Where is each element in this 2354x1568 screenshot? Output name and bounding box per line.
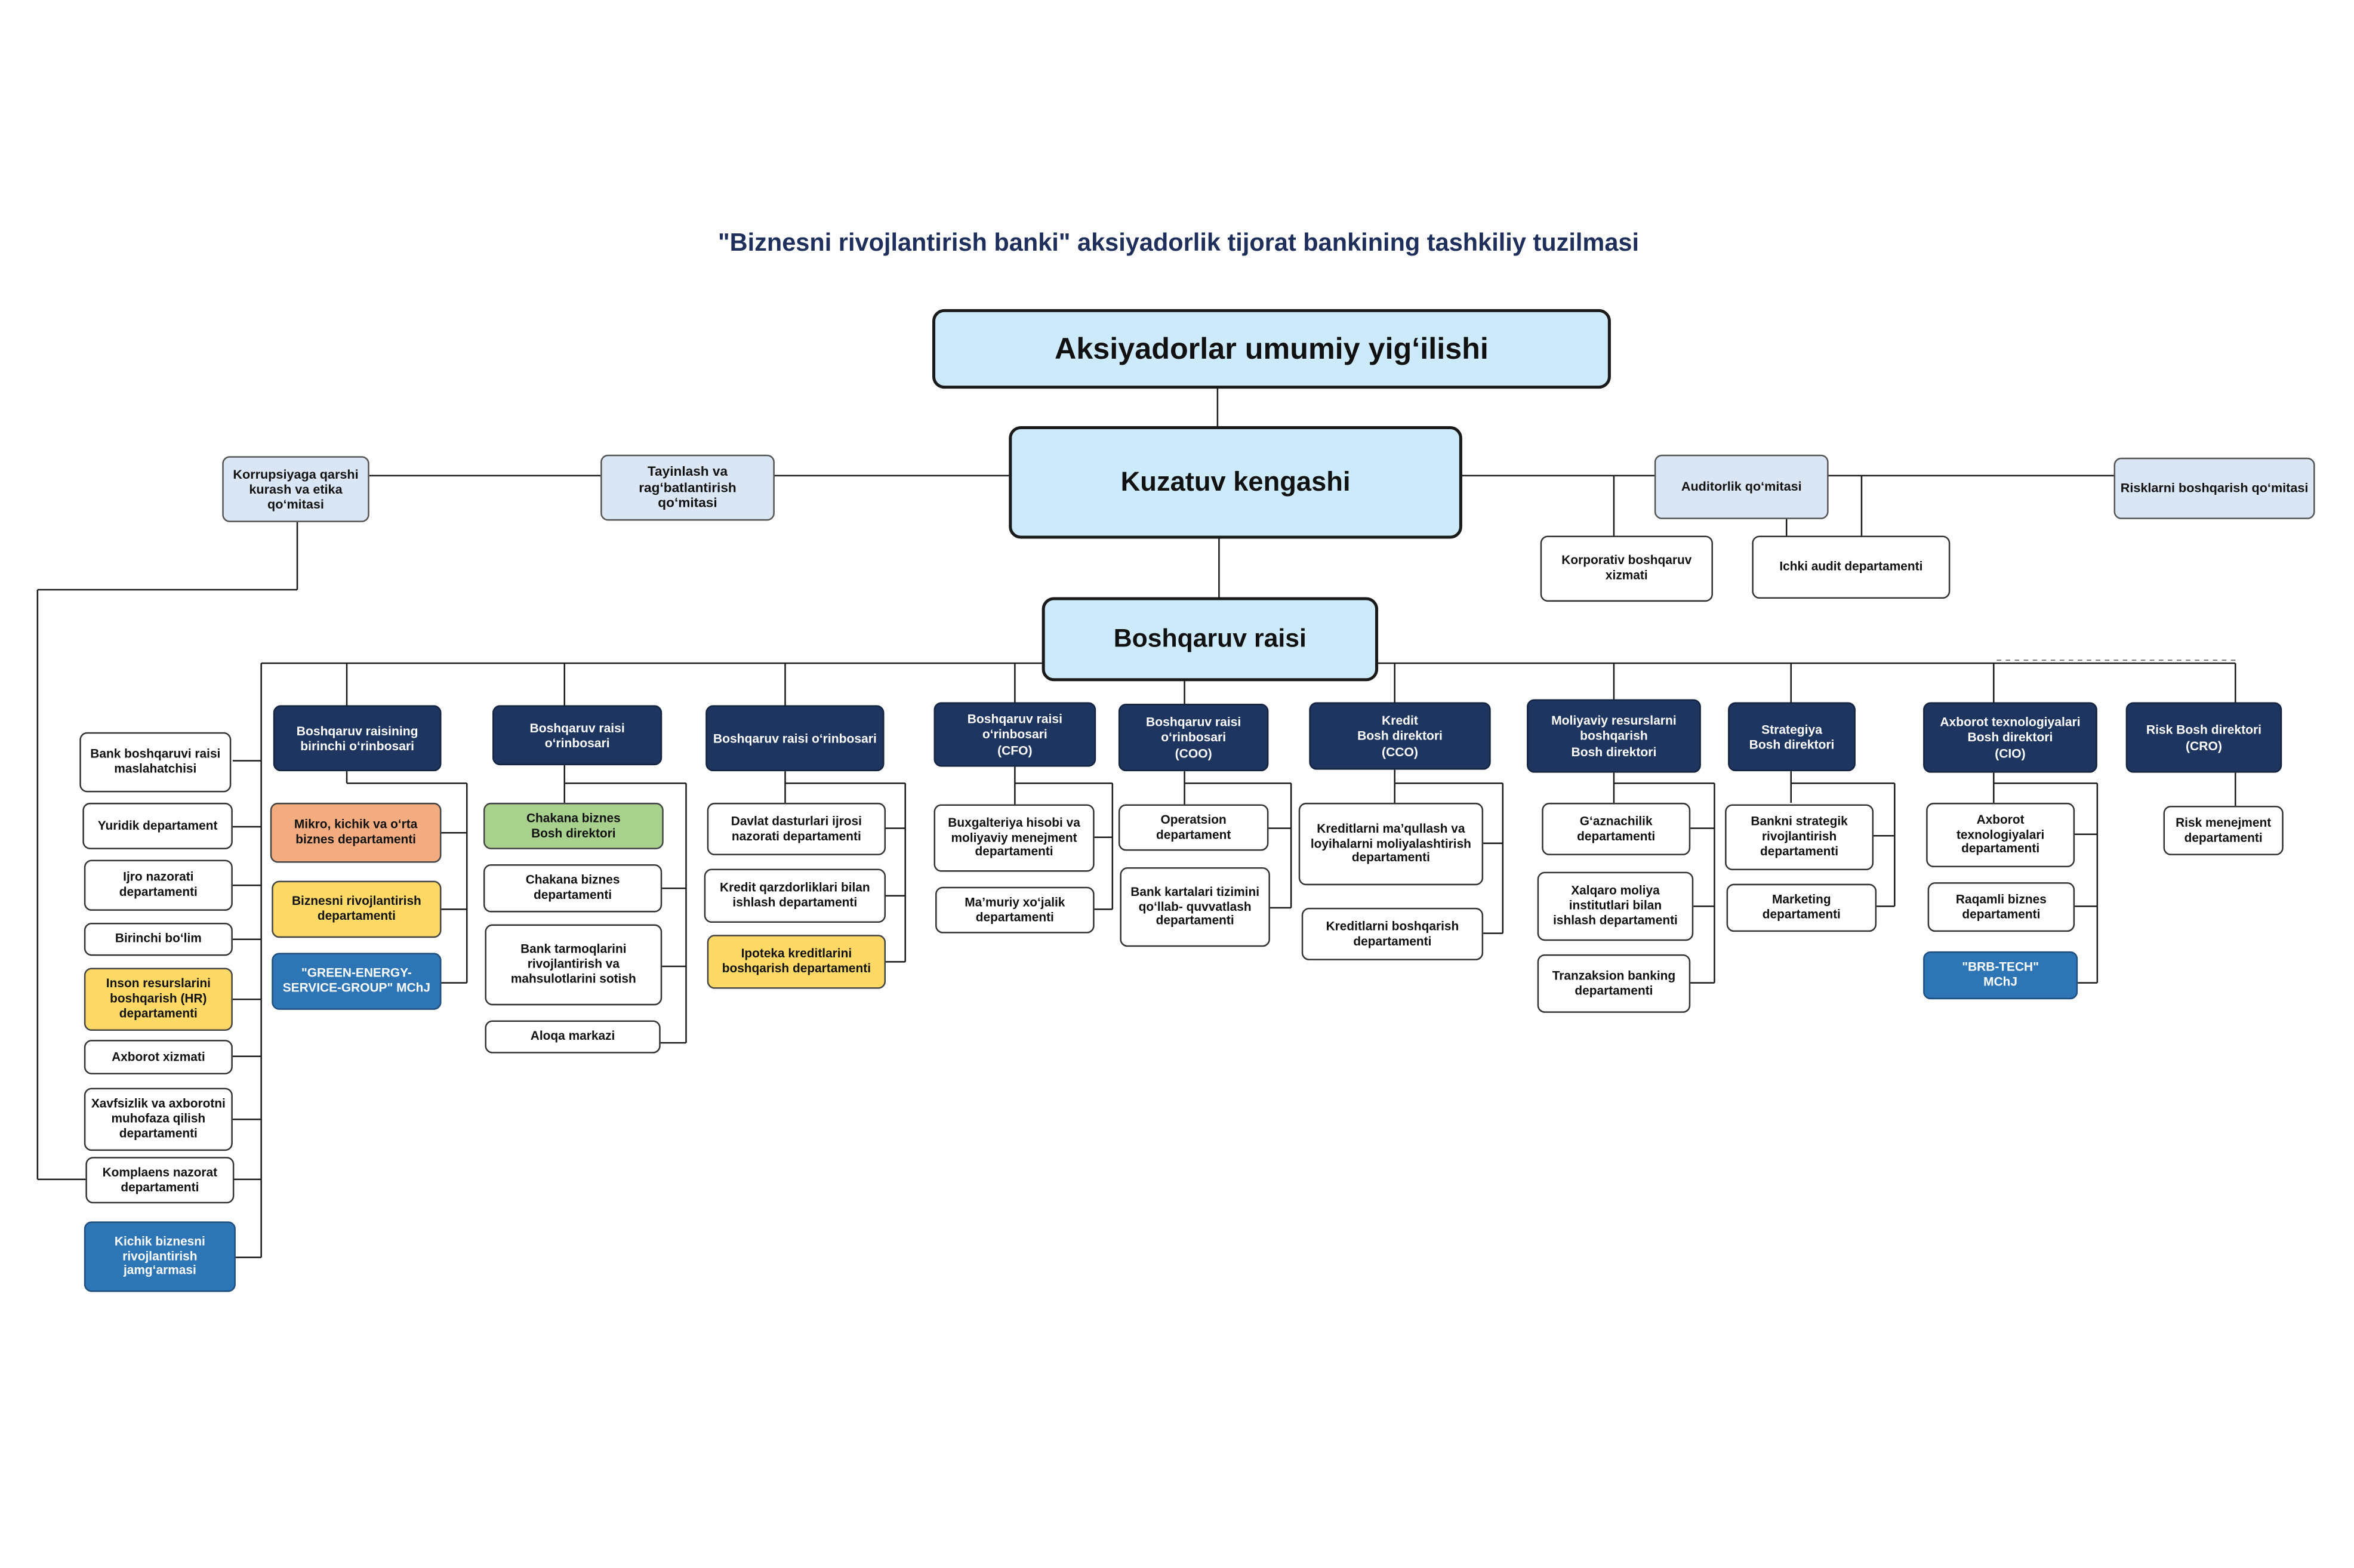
cards-box: Bank kartalari tizimini qo‘llab- quvvatl…: [1120, 867, 1270, 947]
brb-tech-box: "BRB-TECH" MChJ: [1923, 951, 2078, 1000]
supervisory-board-box: Kuzatuv kengashi: [1009, 426, 1462, 539]
agm-box: Aksiyadorlar umumiy yig‘ilishi: [932, 309, 1611, 389]
deputy-state-box: Boshqaruv raisi o‘rinbosari: [705, 705, 885, 772]
appointment-committee-box: Tayinlash va rag‘batlantirish qo‘mitasi: [600, 454, 775, 521]
chairman-box: Boshqaruv raisi: [1042, 597, 1379, 682]
strategic-dev-box: Bankni strategik rivojlantirish departam…: [1725, 804, 1874, 871]
risk-committee-box: Risklarni boshqarish qo‘mitasi: [2113, 457, 2315, 519]
internal-audit-box: Ichki audit departamenti: [1752, 535, 1951, 599]
operations-box: Operatsion departament: [1118, 804, 1269, 851]
cro-box: Risk Bosh direktori (CRO): [2125, 702, 2282, 773]
project-finance-box: Kreditlarni ma’qullash va loyihalarni mo…: [1298, 802, 1484, 886]
mortgage-box: Ipoteka kreditlarini boshqarish departam…: [707, 935, 886, 989]
debt-work-box: Kredit qarzdorliklari bilan ishlash depa…: [704, 868, 886, 923]
retail-director-box: Chakana biznes Bosh direktori: [483, 802, 664, 849]
audit-committee-box: Auditorlik qo‘mitasi: [1654, 454, 1829, 519]
green-energy-box: "GREEN-ENERGY- SERVICE-GROUP" MChJ: [272, 953, 442, 1010]
security-box: Xavfsizlik va axborotni muhofaza qilish …: [84, 1088, 233, 1151]
cco-box: Kredit Bosh direktori (CCO): [1309, 702, 1491, 770]
advisor-box: Bank boshqaruvi raisi maslahatchisi: [79, 732, 232, 793]
corruption-committee-box: Korrupsiyaga qarshi kurash va etika qo‘m…: [222, 456, 369, 522]
risk-management-box: Risk menejment departamenti: [2163, 805, 2284, 855]
call-center-box: Aloqa markazi: [485, 1020, 661, 1053]
treasury-box: G‘aznachilik departamenti: [1542, 802, 1691, 855]
intl-finance-box: Xalqaro moliya institutlari bilan ishlas…: [1537, 871, 1694, 941]
chart-title: "Biznesni rivojlantirish banki" aksiyado…: [717, 229, 1640, 257]
transaction-banking-box: Tranzaksion banking departamenti: [1537, 954, 1691, 1013]
state-programs-box: Davlat dasturlari ijrosi nazorati depart…: [707, 802, 886, 855]
admin-box: Ma’muriy xo‘jalik departamenti: [935, 886, 1095, 934]
first-section-box: Birinchi bo‘lim: [84, 923, 233, 956]
hr-box: Inson resurslarini boshqarish (HR) depar…: [84, 968, 233, 1031]
compliance-box: Komplaens nazorat departamenti: [85, 1157, 235, 1204]
it-dept-box: Axborot texnologiyalari departamenti: [1926, 802, 2075, 868]
marketing-box: Marketing departamenti: [1726, 883, 1877, 932]
digital-business-box: Raqamli biznes departamenti: [1927, 882, 2075, 932]
financial-resources-box: Moliyaviy resurslarni boshqarish Bosh di…: [1527, 699, 1701, 773]
deputy-retail-box: Boshqaruv raisi o‘rinbosari: [492, 705, 663, 766]
legal-box: Yuridik departament: [82, 802, 233, 849]
info-service-box: Axborot xizmati: [84, 1040, 233, 1074]
coo-box: Boshqaruv raisi o‘rinbosari (COO): [1118, 704, 1269, 772]
execution-control-box: Ijro nazorati departamenti: [84, 860, 233, 911]
corporate-governance-box: Korporativ boshqaruv xizmati: [1540, 535, 1713, 602]
branch-network-box: Bank tarmoqlarini rivojlantirish va mahs…: [485, 924, 663, 1006]
biz-dev-dept-box: Biznesni rivojlantirish departamenti: [272, 880, 442, 938]
accounting-box: Buxgalteriya hisobi va moliyaviy menejme…: [933, 804, 1095, 872]
small-business-fund-box: Kichik biznesni rivojlantirish jamg‘arma…: [84, 1221, 236, 1292]
credit-management-box: Kreditlarni boshqarish departamenti: [1301, 907, 1484, 960]
strategy-box: Strategiya Bosh direktori: [1728, 702, 1856, 772]
retail-dept-box: Chakana biznes departamenti: [483, 864, 663, 913]
first-deputy-box: Boshqaruv raisining birinchi o‘rinbosari: [273, 705, 442, 772]
cfo-box: Boshqaruv raisi o‘rinbosari (CFO): [933, 702, 1096, 767]
msme-dept-box: Mikro, kichik va o‘rta biznes departamen…: [270, 802, 442, 863]
cio-box: Axborot texnologiyalari Bosh direktori (…: [1923, 702, 2097, 773]
